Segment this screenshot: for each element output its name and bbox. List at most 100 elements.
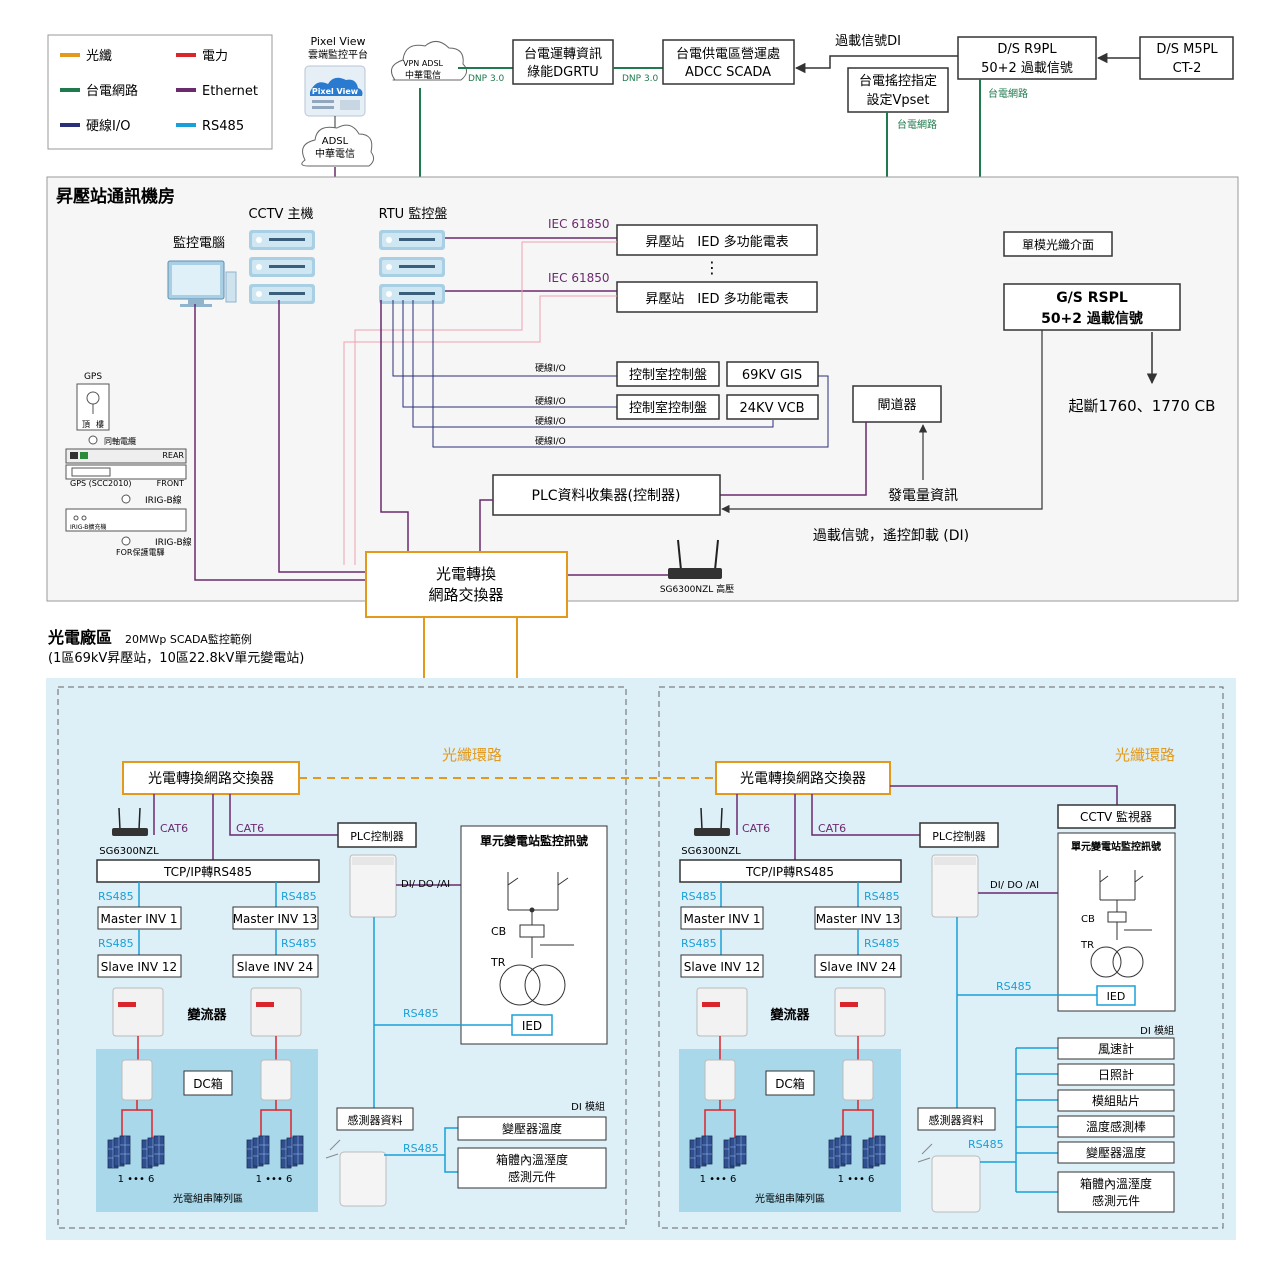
dgrtu-line2: 綠能DGRTU bbox=[527, 65, 599, 80]
right-temp-rod bbox=[1057, 1115, 1175, 1138]
plant-title: 光電廠區 bbox=[47, 628, 112, 647]
monitor-pc-icon bbox=[167, 260, 237, 307]
vpn-cloud: VPN ADSL 中華電信 bbox=[390, 41, 467, 81]
right-sun bbox=[1057, 1063, 1175, 1086]
hardwire-label-4: 硬線I/O bbox=[535, 435, 566, 447]
right-box-temp bbox=[1057, 1171, 1175, 1213]
left-inverter-icon-2 bbox=[250, 987, 302, 1037]
right-inverter-icon-2 bbox=[834, 987, 886, 1037]
gps-roof-2: 樓 bbox=[96, 419, 104, 429]
right-module-temp bbox=[1057, 1089, 1175, 1112]
left-unit-title: 單元變電站監控訊號 bbox=[480, 833, 588, 848]
legend-taipower-net: 台電網路 bbox=[86, 83, 138, 99]
hardwire-label-1: 硬線I/O bbox=[535, 362, 566, 374]
right-rs485-d: RS485 bbox=[864, 937, 900, 950]
left-sensor-box bbox=[336, 1107, 414, 1131]
right-rs485-ied: RS485 bbox=[996, 980, 1032, 993]
left-master13-label: Master INV 13 bbox=[233, 912, 318, 926]
right-dcbox-icon-1 bbox=[704, 1059, 736, 1101]
irigb-label-2: IRIG-B線 bbox=[155, 536, 192, 548]
fiber-ring-right: 光纖環路 bbox=[1115, 746, 1175, 764]
left-box-temp bbox=[457, 1147, 607, 1189]
right-sun-label: 日照計 bbox=[1098, 1067, 1134, 1082]
right-trans-temp-label: 變壓器溫度 bbox=[1086, 1145, 1146, 1160]
left-sensor-label: 感測器資料 bbox=[348, 1113, 403, 1127]
left-unit-panel bbox=[460, 825, 608, 1045]
gateway-box bbox=[852, 385, 942, 423]
left-slave12 bbox=[97, 954, 182, 978]
left-sensor-device-icon bbox=[325, 1139, 387, 1207]
irigb-expander-icon bbox=[65, 508, 187, 532]
right-dcbox-label: DC箱 bbox=[775, 1076, 805, 1091]
left-master1-label: Master INV 1 bbox=[101, 912, 178, 926]
vcb-box bbox=[726, 394, 819, 420]
left-dcbox-icon-1 bbox=[121, 1059, 153, 1101]
right-cctv-box bbox=[1057, 804, 1176, 829]
left-di-module: DI 模組 bbox=[571, 1100, 605, 1113]
gis-box bbox=[726, 361, 819, 387]
right-rs485-a: RS485 bbox=[681, 890, 717, 903]
left-dido: DI/ DO /AI bbox=[401, 879, 450, 890]
right-ied-label: IED bbox=[1107, 990, 1126, 1003]
right-wind-label: 風速計 bbox=[1098, 1041, 1134, 1056]
ied-meter-1 bbox=[616, 224, 818, 256]
right-plc-box bbox=[919, 822, 999, 848]
iec-label-2: IEC 61850 bbox=[548, 271, 610, 285]
right-tcpip-box bbox=[679, 859, 902, 883]
hardwire-label-3: 硬線I/O bbox=[535, 415, 566, 427]
adcc-line2: ADCC SCADA bbox=[685, 65, 771, 80]
vcb-label: 24KV VCB bbox=[740, 401, 805, 416]
right-rs485-c: RS485 bbox=[681, 937, 717, 950]
irigb-expander: IRIG-B擴充機 bbox=[70, 523, 106, 531]
right-pv-num-2: 1 ••• 6 bbox=[838, 1174, 875, 1185]
plant-subtitle: 20MWp SCADA監控範例 bbox=[125, 632, 252, 646]
left-cb-label: CB bbox=[491, 925, 506, 938]
vpn-cloud-line1: VPN ADSL bbox=[403, 59, 444, 68]
router-icon bbox=[668, 539, 722, 579]
cctv-host-label: CCTV 主機 bbox=[248, 207, 313, 222]
left-switch-label: 光電轉換網路交換器 bbox=[148, 770, 274, 787]
fiber-ring-left: 光纖環路 bbox=[442, 746, 502, 764]
rspl-line2: 50+2 過載信號 bbox=[1041, 310, 1143, 327]
left-trans-temp bbox=[457, 1116, 607, 1141]
left-tcpip-label: TCP/IP轉RS485 bbox=[163, 865, 252, 879]
left-plc-box bbox=[337, 822, 417, 848]
right-box-temp-line2: 感測元件 bbox=[1092, 1193, 1140, 1208]
pixelview-logo-text: Pixel View bbox=[312, 87, 359, 96]
legend: 光纖 電力 台電網路 Ethernet 硬線I/O RS485 bbox=[47, 34, 273, 150]
main-switch-line2: 網路交換器 bbox=[428, 586, 503, 604]
iec-label-1: IEC 61850 bbox=[548, 217, 610, 231]
left-box-temp-line2: 感測元件 bbox=[508, 1169, 556, 1184]
right-slave12-label: Slave INV 12 bbox=[684, 960, 760, 974]
right-temp-rod-label: 溫度感測棒 bbox=[1086, 1119, 1146, 1134]
left-slave24-label: Slave INV 24 bbox=[237, 960, 313, 974]
right-cb-label: CB bbox=[1081, 914, 1095, 925]
single-mode-label: 單模光纖介面 bbox=[1022, 238, 1094, 252]
ied-meter-dots: ⋮ bbox=[704, 258, 720, 277]
plc-collector-label: PLC資料收集器(控制器) bbox=[532, 487, 681, 504]
right-dashed-zone bbox=[658, 686, 1224, 1229]
gps-label: GPS bbox=[84, 372, 102, 382]
left-tcpip-box bbox=[96, 859, 320, 883]
monitor-pc-label: 監控電腦 bbox=[173, 235, 225, 251]
left-ied-label: IED bbox=[522, 1019, 542, 1033]
adsl-cloud-line2: 中華電信 bbox=[315, 147, 355, 160]
substation-title: 昇壓站通訊機房 bbox=[56, 186, 175, 207]
adsl-cloud-line1: ADSL bbox=[322, 136, 349, 147]
trip-label: 起斷1760、1770 CB bbox=[1069, 397, 1216, 415]
right-sensor-label: 感測器資料 bbox=[929, 1113, 984, 1127]
dgrtu-box bbox=[512, 39, 614, 85]
left-dashed-zone bbox=[57, 686, 627, 1229]
left-router-icon bbox=[112, 807, 148, 836]
left-pv-num-1: 1 ••• 6 bbox=[118, 1174, 155, 1185]
gps-receiver-icon bbox=[65, 448, 187, 480]
vpset-line1: 台電搖控指定 bbox=[859, 74, 937, 89]
left-dcbox-label: DC箱 bbox=[193, 1076, 223, 1091]
left-rs485-b: RS485 bbox=[281, 890, 317, 903]
right-plc-cabinet-icon bbox=[931, 854, 979, 918]
adcc-line1: 台電供電區營運處 bbox=[676, 47, 780, 62]
right-cctv-label: CCTV 監視器 bbox=[1080, 809, 1152, 824]
m5pl-box bbox=[1139, 36, 1234, 80]
gps-antenna-icon bbox=[76, 383, 110, 431]
